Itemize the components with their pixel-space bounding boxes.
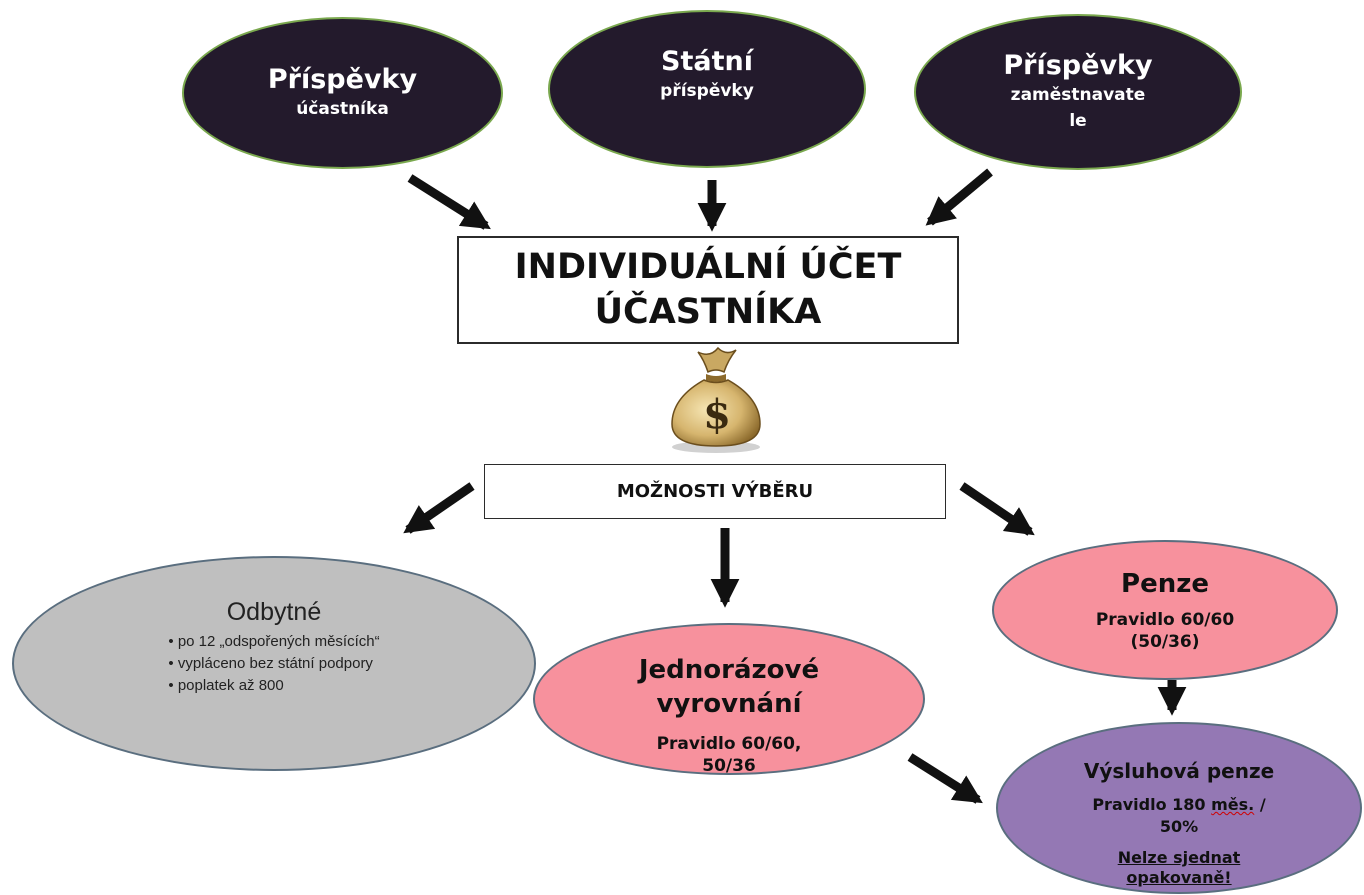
employer-line1: Příspěvky [1003,50,1153,81]
money-bag-icon: $ [671,346,761,453]
participant-line1: Příspěvky [267,64,418,95]
penze-rule-line2: (50/36) [1130,632,1200,652]
arrow-options-to-penze [959,482,1035,536]
arrow-participant-to-account [407,174,491,230]
options-title: MOŽNOSTI VÝBĚRU [616,481,814,502]
withdrawal-options-box: MOŽNOSTI VÝBĚRU [484,464,946,519]
odbytne-list: po 12 „odspořených měsících“ vypláceno b… [168,631,380,697]
employer-line3: le [1069,111,1087,131]
account-line2: ÚČASTNÍKA [594,292,822,332]
employer-line2: zaměstnavate [1010,85,1146,105]
jednorazove-line1: Jednorázové [638,655,820,685]
penze-rule-line1: Pravidlo 60/60 [1095,610,1235,630]
odbytne-title: Odbytné [226,598,322,626]
node-employer-contributions: Příspěvky zaměstnavate le [914,14,1242,170]
odbytne-item: vypláceno bez státní podpory [168,653,379,675]
penze-title: Penze [1121,569,1209,599]
account-line1: INDIVIDUÁLNÍ ÚČET [514,247,902,287]
arrow-options-to-odbytne [403,482,475,534]
vysluhova-rule-a: Pravidlo 180 [1092,795,1212,814]
state-line2: příspěvky [660,81,754,101]
vysluhova-note-line2: opakovaně! [1126,868,1232,887]
node-participant-contributions: Příspěvky účastníka [182,17,503,169]
participant-line2: účastníka [296,99,389,119]
node-vysluhova-penze: Výsluhová penze Pravidlo 180 měs. / 50% … [996,722,1362,894]
node-jednorazove-vyrovnani: Jednorázové vyrovnání Pravidlo 60/60, 50… [533,623,925,776]
vysluhova-title: Výsluhová penze [1083,759,1275,783]
arrow-jednorazove-to-vysluhova [907,753,983,804]
individual-account-box: INDIVIDUÁLNÍ ÚČET ÚČASTNÍKA [457,236,959,344]
vysluhova-note-line1: Nelze sjednat [1117,848,1241,867]
vysluhova-rule-b: měs. [1211,795,1255,814]
arrow-employer-to-account [925,168,993,226]
jednorazove-rule-line2: 50/36 [702,756,756,776]
odbytne-item: po 12 „odspořených měsících“ [168,631,380,653]
node-penze: Penze Pravidlo 60/60 (50/36) [992,540,1338,680]
jednorazove-rule-line1: Pravidlo 60/60, [656,734,802,754]
state-line1: Státní [661,46,753,77]
vysluhova-rule-line1: Pravidlo 180 měs. / [1092,794,1265,816]
jednorazove-line2: vyrovnání [656,689,802,719]
vysluhova-rule-c: / [1254,795,1266,814]
vysluhova-rule-line2: 50% [1159,817,1199,836]
node-state-contributions: Státní příspěvky [548,10,866,168]
svg-text:$: $ [703,391,731,438]
odbytne-item: poplatek až 800 [168,675,379,697]
node-odbytne: Odbytné po 12 „odspořených měsících“ vyp… [12,556,536,771]
